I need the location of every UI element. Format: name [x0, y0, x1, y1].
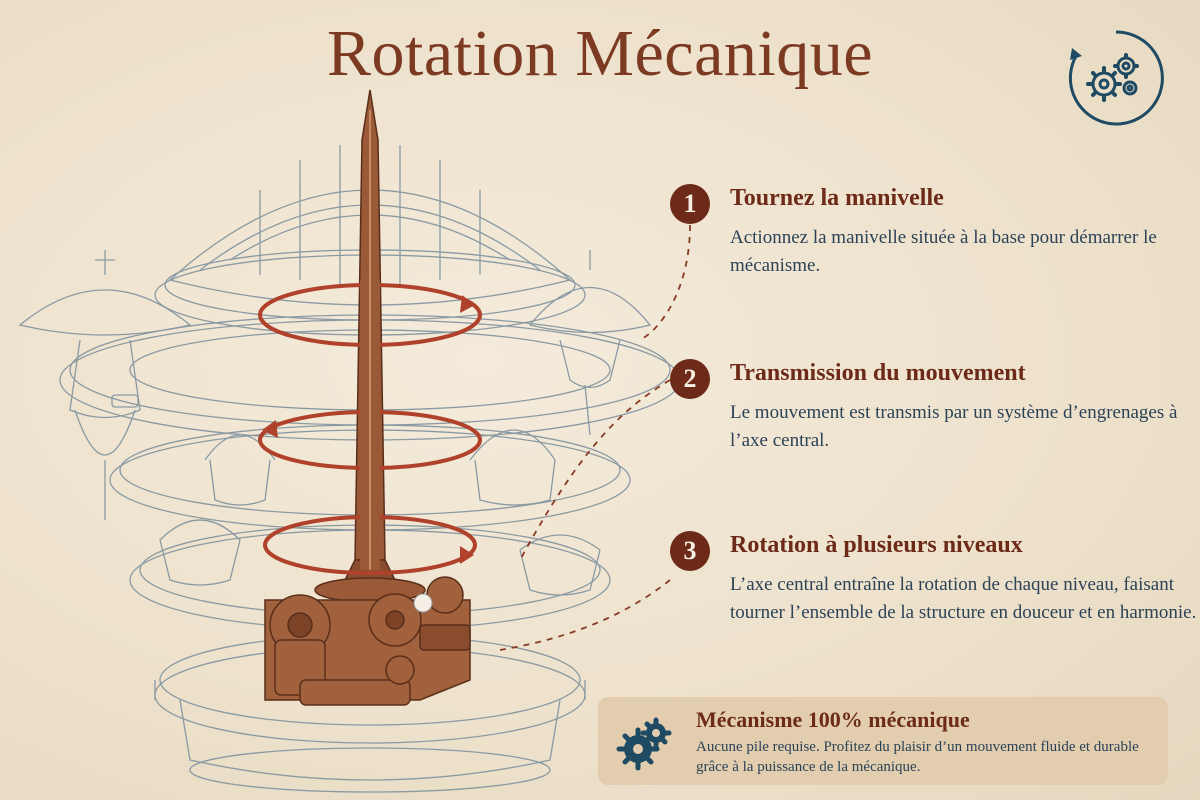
note-description: Aucune pile requise. Profitez du plaisir… — [696, 739, 1139, 775]
gears-icon — [616, 717, 672, 771]
gears-rotation-icon — [1068, 30, 1164, 126]
step-title: Tournez la manivelle — [730, 185, 944, 211]
step-description: Le mouvement est transmis par un système… — [730, 402, 1178, 451]
step-description: L’axe central entraîne la rotation de ch… — [730, 574, 1197, 623]
note-title: Mécanisme 100% mécanique — [696, 707, 970, 732]
step-title: Rotation à plusieurs niveaux — [730, 532, 1023, 558]
mechanical-note-box: Mécanisme 100% mécanique Aucune pile req… — [598, 697, 1168, 785]
step-number-badge: 1 — [670, 184, 710, 224]
step-title: Transmission du mouvement — [730, 360, 1026, 386]
page-title: Rotation Mécanique — [326, 17, 874, 90]
step-number-badge: 2 — [670, 359, 710, 399]
step-description: Actionnez la manivelle située à la base … — [730, 227, 1157, 276]
step-number-badge: 3 — [670, 531, 710, 571]
mechanism-illustration — [18, 89, 681, 793]
